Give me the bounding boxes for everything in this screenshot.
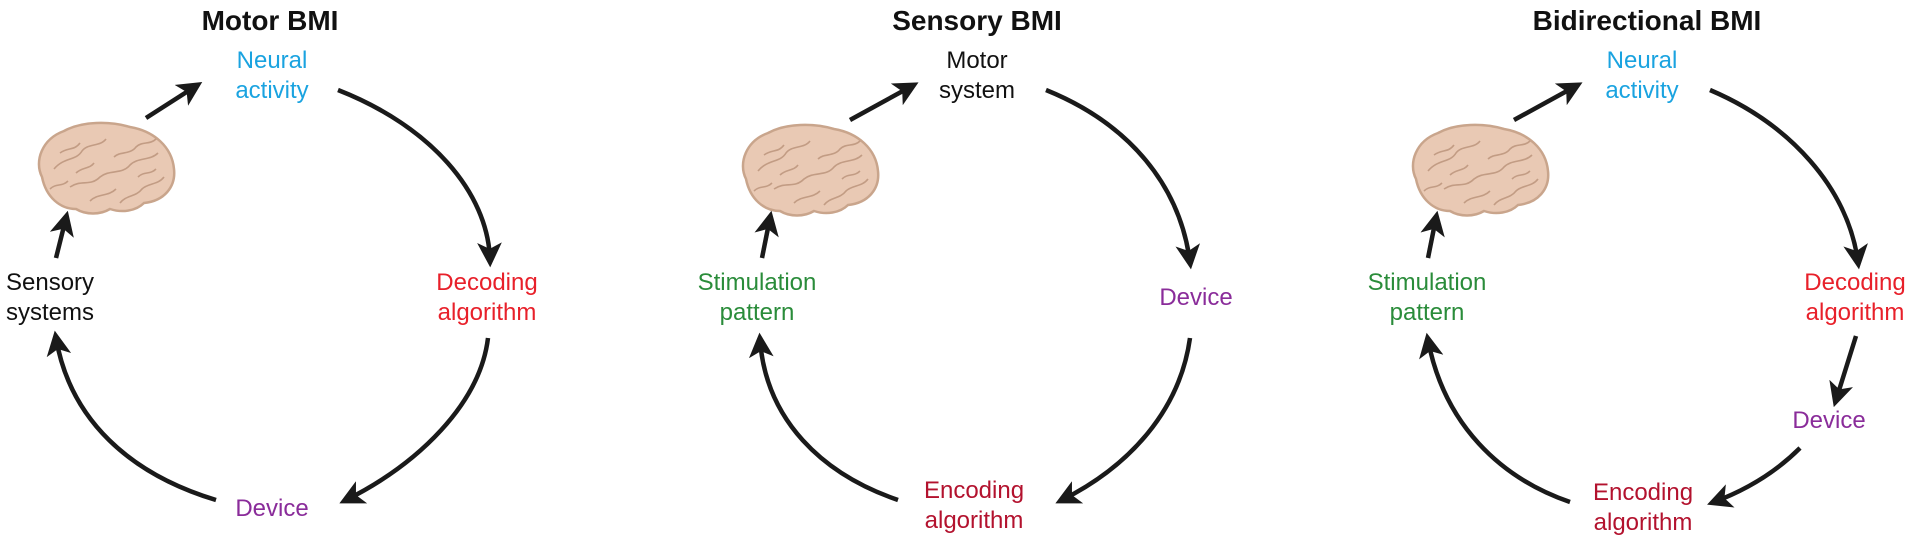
arrow-neural-to-decoding: [337, 87, 502, 268]
node-line: algorithm: [1593, 509, 1693, 536]
arrow-brain-to-neural-activity: [144, 81, 203, 120]
node-line: Device: [235, 495, 309, 522]
node-line: Sensory: [6, 269, 95, 296]
panel-title-sensory-bmi: Sensory BMI: [892, 5, 1062, 36]
brain-icon: [1411, 123, 1550, 217]
node-device: Device: [1792, 406, 1865, 436]
brain-icon: [741, 123, 880, 217]
node-line: algorithm: [1805, 299, 1905, 326]
node-device: Device: [235, 494, 308, 524]
panel-title-motor-bmi: Motor BMI: [201, 5, 339, 36]
node-neural-activity: Neural activity: [1605, 46, 1678, 106]
panel-title-bidirectional-bmi: Bidirectional BMI: [1532, 5, 1762, 36]
arrow-device-to-encoding: [1055, 337, 1193, 504]
arrow-stimulation-to-brain: [754, 210, 779, 259]
arrow-neural-to-decoding: [1709, 87, 1868, 270]
arrow-device-to-encoding: [1707, 446, 1802, 508]
node-line: system: [938, 77, 1016, 104]
node-line: algorithm: [924, 507, 1024, 534]
node-line: Device: [1159, 284, 1233, 311]
node-line: Decoding: [1804, 269, 1906, 296]
node-line: Neural: [236, 47, 308, 74]
node-line: Motor: [946, 47, 1008, 74]
node-line: Neural: [1606, 47, 1678, 74]
node-line: activity: [235, 77, 309, 104]
arrow-decoding-to-device: [339, 337, 491, 504]
node-line: systems: [6, 299, 95, 326]
node-line: Stimulation: [1367, 269, 1487, 296]
node-neural-activity: Neural activity: [235, 46, 308, 106]
node-encoding-algorithm: Encoding algorithm: [924, 476, 1024, 536]
node-sensory-systems: Sensory systems: [6, 268, 94, 328]
node-line: pattern: [719, 299, 795, 326]
arrow-encoding-to-stimulation: [1419, 332, 1571, 505]
node-stimulation-pattern: Stimulation pattern: [698, 268, 817, 328]
node-stimulation-pattern: Stimulation pattern: [1368, 268, 1487, 328]
arrow-sensory-to-brain: [49, 210, 74, 259]
node-decoding-algorithm: Decoding algorithm: [436, 268, 537, 328]
node-line: algorithm: [437, 299, 537, 326]
node-line: Encoding: [923, 477, 1025, 504]
node-encoding-algorithm: Encoding algorithm: [1593, 478, 1693, 538]
node-line: Device: [1792, 407, 1866, 434]
node-line: Decoding: [436, 269, 538, 296]
node-line: pattern: [1389, 299, 1465, 326]
bidirectional-bmi-panel: [1411, 82, 1868, 508]
node-decoding-algorithm: Decoding algorithm: [1804, 268, 1905, 328]
arrow-device-to-sensory: [46, 330, 217, 503]
node-motor-system: Motor system: [939, 46, 1015, 106]
arrow-motor-to-device: [1045, 87, 1200, 270]
arrow-brain-to-motor-system: [848, 82, 919, 122]
node-line: activity: [1605, 77, 1679, 104]
arrow-encoding-to-stimulation: [748, 332, 899, 503]
motor-bmi-panel: [37, 81, 502, 504]
arrow-brain-to-neural-activity: [1512, 82, 1583, 122]
node-line: Encoding: [1592, 479, 1694, 506]
brain-icon: [37, 121, 176, 215]
arrow-stimulation-to-brain: [1420, 210, 1445, 259]
node-line: Stimulation: [697, 269, 817, 296]
node-device: Device: [1159, 283, 1232, 313]
sensory-bmi-panel: [741, 82, 1200, 504]
arrow-decoding-to-device: [1829, 335, 1859, 408]
